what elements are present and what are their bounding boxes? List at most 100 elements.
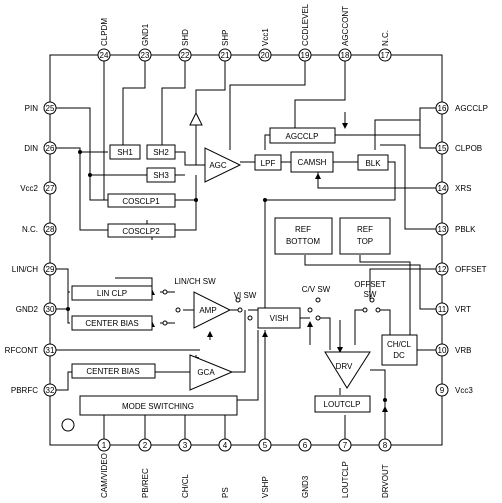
pin-9: 9 Vcc3 [435,383,473,397]
drv-amplifier: DRV [324,351,371,389]
pin-15-number: 15 [438,144,447,153]
ref-top-label-line1: REF [357,225,373,234]
pin-28-number: 28 [46,225,55,234]
pin-24-name: CLPDM [100,18,109,46]
cosclp1-block: COSCLP1 [107,193,176,208]
agc-amplifier: AGC [204,147,242,183]
pin-7: 7 LOUTCLP [338,438,352,498]
drv-label: DRV [336,362,353,371]
lpf-label: LPF [261,159,276,168]
ref-top-label-line2: TOP [357,237,373,246]
pin-10: 10 VRB [435,343,471,357]
pin-14: 14 XRS [435,181,471,195]
pin-29-number: 29 [46,265,55,274]
pin-29-name: LIN/CH [12,265,38,274]
pin-28-name: N.C. [22,225,38,234]
pin-21-number: 21 [221,51,230,60]
pin-25-number: 25 [46,104,55,113]
pin-21: SHP 21 [218,30,232,62]
pin-31-name: RFCONT [5,346,38,355]
vi-sw-label: VI SW [234,291,257,300]
pin-9-name: Vcc3 [455,386,473,395]
pin-10-name: VRB [455,346,471,355]
center-bias-block-1: CENTER BIAS [71,315,153,331]
pin-9-number: 9 [440,386,445,395]
loutclp-label: LOUTCLP [324,400,361,409]
pin-26-name: DIN [24,144,38,153]
sh1-label: SH1 [117,148,133,157]
pin-7-name: LOUTCLP [341,461,350,498]
pin-5-number: 5 [263,441,268,450]
loutclp-block: LOUTCLP [314,395,371,413]
lin-clp-label: LIN CLP [97,289,127,298]
pin-27-number: 27 [46,184,55,193]
pin-2: 2 PB/REC [138,438,152,498]
pin-20-number: 20 [261,51,270,60]
pin-6: 6 GND3 [298,438,312,498]
pin-26-number: 26 [46,144,55,153]
pin-32-number: 32 [46,386,55,395]
pin-10-number: 10 [438,346,447,355]
pin-12-name: OFFSET [455,265,487,274]
pin-13: 13 PBLK [435,222,476,236]
pin-16-name: AGCCLP [455,104,488,113]
junction-dots [66,150,387,402]
offset-sw-label-line1: OFFSET [354,280,386,289]
sh2-block: SH2 [146,144,176,160]
pin-5-name: VSHP [261,476,270,498]
pin-21-name: SHP [221,30,230,46]
mode-switching-block: MODE SWITCHING [79,395,238,416]
pin-25-name: PIN [25,104,39,113]
pin-17-name: N.C. [381,30,390,46]
camsh-block: CAMSH [290,151,334,173]
camsh-label: CAMSH [298,158,327,167]
pin-30-name: GND2 [16,305,39,314]
pin-4-name: PS [221,487,230,498]
pin-23: GND1 23 [138,23,152,62]
pin-19-number: 19 [301,51,310,60]
pin-19-name: CCDLEVEL [301,3,310,46]
pin-8: 8 DRVOUT [378,438,392,498]
chip-outline [49,54,443,446]
cosclp1-label: COSCLP1 [122,197,160,206]
agc-label: AGC [209,161,227,170]
pin-8-name: DRVOUT [381,464,390,498]
pin-31: RFCONT 31 [5,343,57,357]
pin-20-name: Vcc1 [261,28,270,46]
offset-sw-label-line2: SW [364,290,377,299]
pin-22-name: SHD [181,29,190,46]
pin-23-name: GND1 [141,23,150,46]
center-bias-2-label: CENTER BIAS [86,367,139,376]
agcclp-label: AGCCLP [286,132,319,141]
chcl-dc-block: CH/CL DC [381,334,418,366]
pin-12: 12 OFFSET [435,262,487,276]
pin-8-number: 8 [383,441,388,450]
pin-6-number: 6 [303,441,308,450]
pin-18: AGCCONT 18 [338,6,352,62]
lpf-block: LPF [254,154,282,171]
vish-label: VISH [270,314,289,323]
pin-32-name: PBRFC [11,386,38,395]
wiring [56,61,436,439]
pin-11: 11 VRT [435,302,471,316]
pin-15: 15 CLPOB [435,141,482,155]
blk-block: BLK [357,154,389,171]
pin-1-number: 1 [102,441,107,450]
pin-27: Vcc2 27 [20,181,57,195]
blk-label: BLK [365,159,381,168]
amp-amplifier: AMP [193,291,232,329]
sh3-label: SH3 [153,171,169,180]
pin-7-number: 7 [343,441,348,450]
pin-31-number: 31 [46,346,55,355]
pin-4-number: 4 [223,441,228,450]
amp-label: AMP [199,306,216,315]
pin1-index-mark [61,418,75,432]
pin-19: CCDLEVEL 19 [298,3,312,62]
pin-26: DIN 26 [24,141,57,155]
center-bias-block-2: CENTER BIAS [71,363,156,379]
cosclp2-label: COSCLP2 [122,227,160,236]
sh3-block: SH3 [146,167,176,183]
pin-4: 4 PS [218,438,232,498]
shp-buffer-triangle [189,111,203,126]
cosclp2-block: COSCLP2 [107,223,176,238]
